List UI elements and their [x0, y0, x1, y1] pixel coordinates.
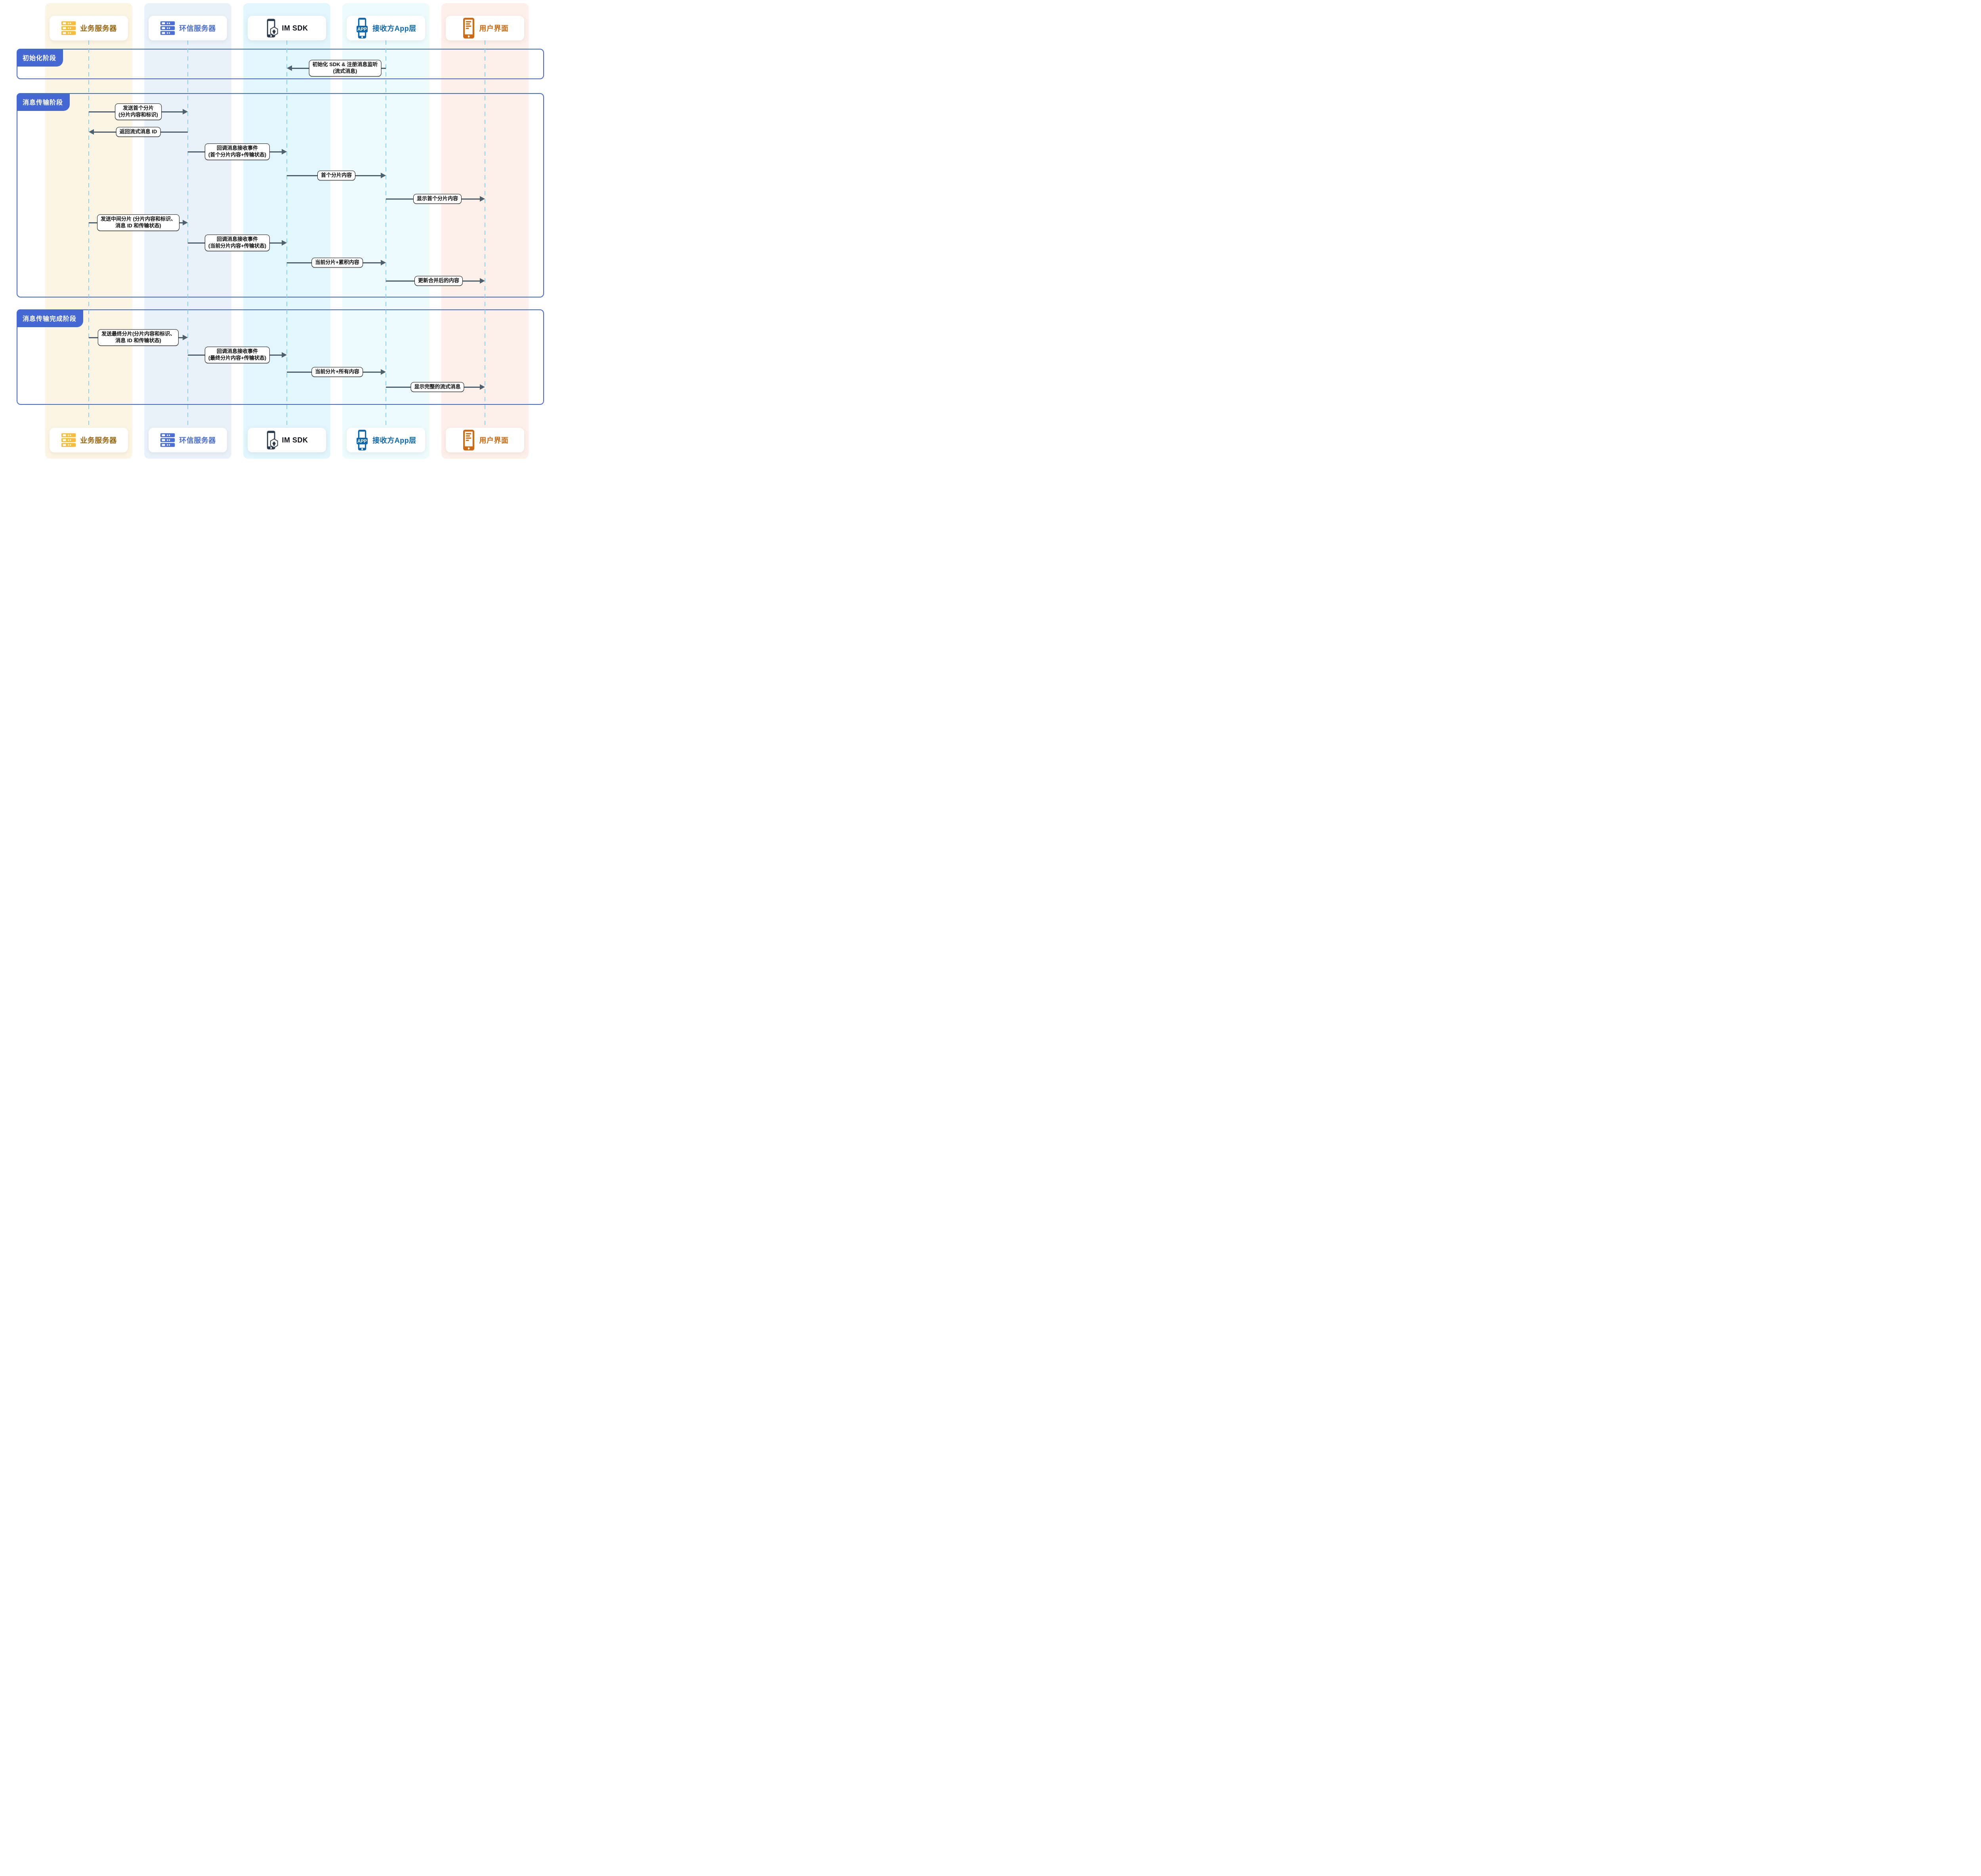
sequence-diagram: 初始化阶段消息传输阶段消息传输完成阶段 初始化 SDK & 注册消息监听(流式消息…	[0, 0, 554, 469]
participant-label: 用户界面	[479, 437, 509, 444]
participant-label: 业务服务器	[80, 437, 117, 444]
message-label: 首个分片内容	[317, 170, 356, 181]
lifeline-im-sdk	[286, 40, 288, 428]
message-label: 发送中间分片 (分片内容和标识、消息 ID 和传输状态)	[97, 214, 179, 231]
arrowhead-icon	[89, 129, 94, 135]
arrowhead-icon	[183, 335, 188, 340]
lifeline-business-server	[88, 40, 90, 428]
participant-label: 接收方App层	[372, 25, 416, 32]
message-label-line: 初始化 SDK & 注册消息监听	[312, 61, 378, 68]
phase-box-transfer	[17, 93, 544, 297]
message-label-line: 显示首个分片内容	[416, 195, 458, 202]
message-label: 回调消息接收事件(当前分片内容+传输状态)	[204, 234, 270, 251]
participant-card-receiver-app-layer-bottom: APP 接收方App层	[347, 428, 425, 452]
app-phone-icon: APP	[355, 17, 369, 39]
lifeline-easemob-server	[187, 40, 189, 428]
phase-box-init	[17, 49, 544, 79]
message-label-line: 回调消息接收事件	[216, 145, 258, 151]
participant-card-business-server-bottom: 业务服务器	[50, 428, 128, 452]
message-label: 初始化 SDK & 注册消息监听(流式消息)	[309, 60, 382, 76]
arrowhead-icon	[381, 260, 386, 265]
participant-card-user-interface-top: 用户界面	[446, 16, 524, 40]
message-label-line: 消息 ID 和传输状态)	[115, 223, 161, 229]
arrowhead-icon	[480, 196, 485, 202]
message-label-line: 更新合并后的内容	[418, 277, 460, 284]
message-label-line: (流式消息)	[333, 68, 357, 74]
message-label: 发送首个分片(分片内容和标识)	[115, 103, 162, 120]
participant-card-im-sdk-top: IM SDK	[248, 16, 326, 40]
server-icon	[61, 20, 76, 36]
arrowhead-icon	[282, 149, 287, 154]
message-label-line: (分片内容和标识)	[118, 112, 158, 118]
server-icon	[61, 432, 76, 448]
arrowhead-icon	[282, 240, 287, 246]
participant-label: 环信服务器	[179, 25, 216, 32]
message-label: 回调消息接收事件(最终分片内容+传输状态)	[204, 347, 270, 363]
message-label: 当前分片+所有内容	[311, 367, 363, 377]
arrowhead-icon	[287, 65, 292, 71]
message-label-line: 当前分片+累积内容	[315, 259, 359, 265]
participant-card-im-sdk-bottom: IM SDK	[248, 428, 326, 452]
phase-label-complete: 消息传输完成阶段	[17, 309, 84, 327]
arrowhead-icon	[183, 220, 188, 225]
server-icon	[160, 20, 176, 36]
message-label-line: 消息 ID 和传输状态)	[115, 337, 161, 343]
message-label-line: (当前分片内容+传输状态)	[208, 243, 267, 249]
arrowhead-icon	[480, 384, 485, 390]
message-label-line: 发送中间分片 (分片内容和标识、	[101, 216, 176, 222]
lifeline-receiver-app-layer	[385, 40, 387, 428]
app-phone-icon: APP	[355, 429, 369, 451]
phase-label-transfer: 消息传输阶段	[17, 93, 70, 111]
participant-label: IM SDK	[282, 24, 308, 32]
message-label-line: 回调消息接收事件	[216, 348, 258, 355]
ui-phone-icon	[462, 429, 476, 451]
message-label-line: 发送最终分片(分片内容和标识、	[101, 331, 176, 337]
phase-label-init: 初始化阶段	[17, 49, 63, 67]
message-label-line: 显示完整的流式消息	[414, 383, 461, 390]
participant-card-receiver-app-layer-top: APP 接收方App层	[347, 16, 425, 40]
message-label: 返回流式消息 ID	[116, 127, 161, 137]
participant-label: 接收方App层	[372, 437, 416, 444]
sdk-phone-icon	[266, 430, 279, 450]
message-label-line: 返回流式消息 ID	[119, 128, 157, 135]
message-label: 显示完整的流式消息	[410, 382, 464, 392]
participant-label: 环信服务器	[179, 437, 216, 444]
message-label-line: 首个分片内容	[321, 172, 352, 178]
arrowhead-icon	[183, 109, 188, 114]
svg-text:APP: APP	[357, 27, 367, 32]
message-label-line: 回调消息接收事件	[216, 236, 258, 242]
message-label: 更新合并后的内容	[414, 276, 463, 286]
arrowhead-icon	[381, 369, 386, 375]
phase-box-complete	[17, 309, 544, 405]
participant-card-business-server-top: 业务服务器	[50, 16, 128, 40]
arrowhead-icon	[381, 173, 386, 178]
sdk-phone-icon	[266, 18, 279, 38]
participant-card-easemob-server-bottom: 环信服务器	[149, 428, 227, 452]
message-label: 显示首个分片内容	[413, 194, 462, 204]
arrowhead-icon	[480, 278, 485, 284]
message-label: 当前分片+累积内容	[311, 257, 363, 268]
participant-label: IM SDK	[282, 436, 308, 444]
message-label-line: 发送首个分片	[122, 105, 154, 111]
message-label-line: (最终分片内容+传输状态)	[208, 355, 267, 361]
participant-label: 用户界面	[479, 25, 509, 32]
server-icon	[160, 432, 176, 448]
participant-card-user-interface-bottom: 用户界面	[446, 428, 524, 452]
lifeline-user-interface	[484, 40, 486, 428]
message-label: 发送最终分片(分片内容和标识、消息 ID 和传输状态)	[97, 329, 179, 346]
arrowhead-icon	[282, 352, 287, 358]
svg-text:APP: APP	[357, 439, 367, 444]
ui-phone-icon	[462, 17, 476, 39]
message-label-line: (首个分片内容+传输状态)	[208, 152, 267, 158]
participant-card-easemob-server-top: 环信服务器	[149, 16, 227, 40]
participant-label: 业务服务器	[80, 25, 117, 32]
message-label: 回调消息接收事件(首个分片内容+传输状态)	[204, 143, 270, 160]
message-label-line: 当前分片+所有内容	[315, 368, 359, 375]
